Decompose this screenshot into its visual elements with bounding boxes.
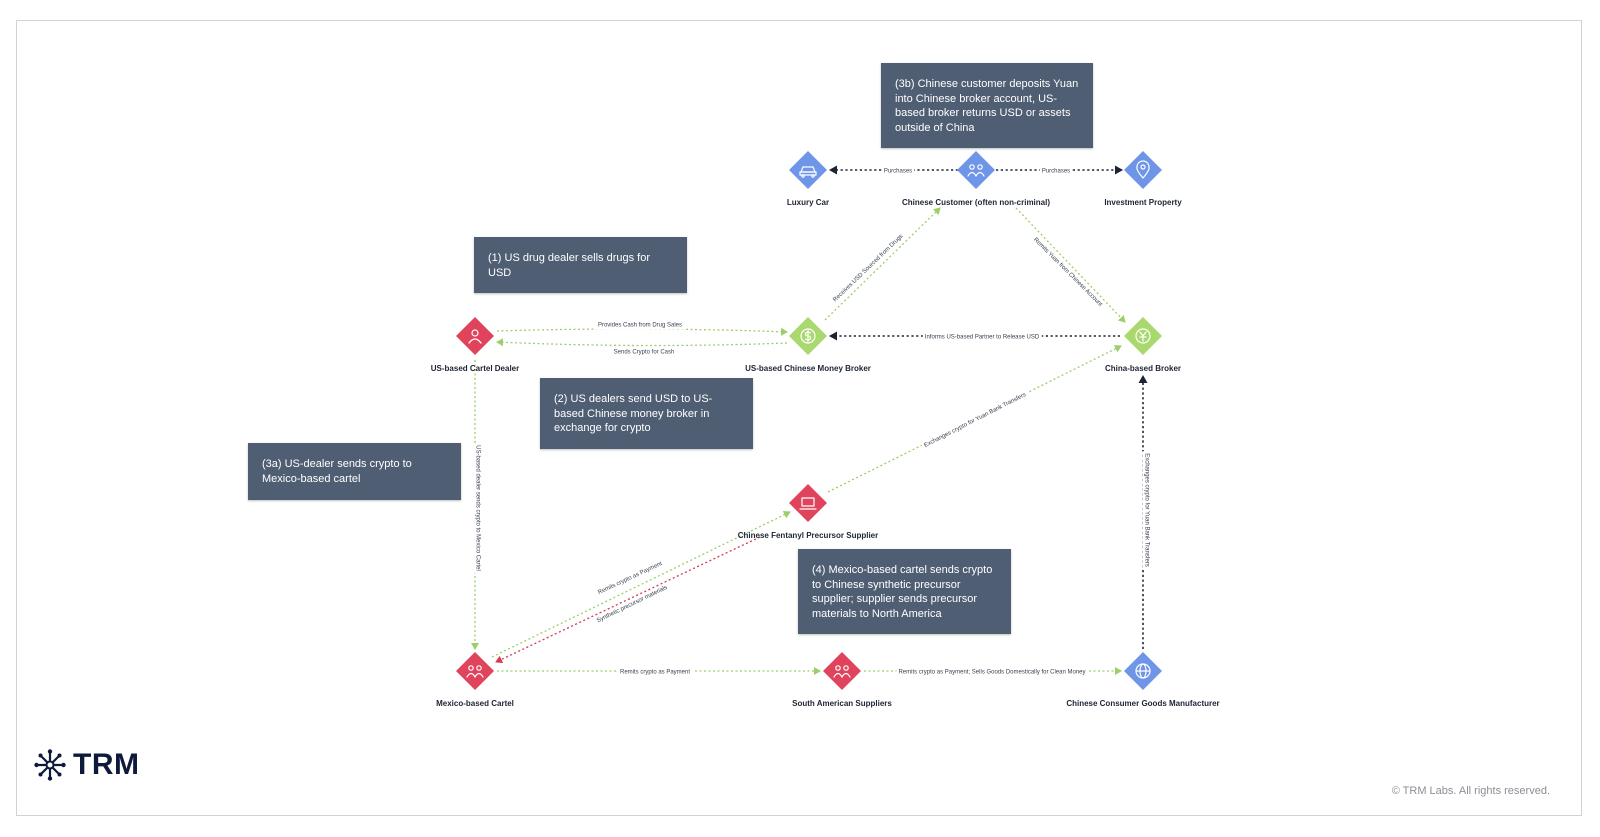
edge-remits-goods: Remits crypto as Payment; Sells Goods Do…	[864, 667, 1122, 677]
node-fentanyl-supplier: Chinese Fentanyl Precursor Supplier	[738, 484, 878, 540]
node-label: US-based Chinese Money Broker	[745, 364, 871, 373]
edge-label-background	[1039, 167, 1073, 176]
node-diamond	[789, 151, 827, 189]
edge-label-background	[595, 321, 685, 330]
edge-line	[496, 338, 788, 347]
group-icon	[466, 665, 484, 678]
trm-asterisk-icon	[34, 749, 66, 781]
dollar-icon	[800, 328, 816, 344]
callout-step-3a: (3a) US-dealer sends crypto to Mexico-ba…	[248, 443, 461, 500]
node-luxury-car: Luxury Car	[787, 151, 829, 207]
edge-exchanges-crypto-supplier: Exchanges crypto for Yuan Bank Transfers	[827, 345, 1122, 493]
node-diamond	[789, 484, 827, 522]
edge-informs-partner: Informs US-based Partner to Release USD	[829, 331, 1120, 342]
edge-exchanges-crypto-manufacturer: Exchanges crypto for Yuan Bank Transfers	[1138, 375, 1151, 649]
edge-label: Provides Cash from Drug Sales	[598, 323, 682, 329]
node-diamond	[957, 151, 995, 189]
edge-remits-payment-south: Remits crypto as Payment	[497, 667, 821, 677]
car-icon	[799, 166, 817, 178]
node-chinese-customer: Chinese Customer (often non-criminal)	[902, 151, 1050, 207]
node-diamond	[823, 652, 861, 690]
people-icon	[967, 164, 985, 177]
edge-label: Remits Yuan from Chinese Account	[1032, 237, 1103, 308]
edge-label-background	[593, 583, 671, 627]
node-diamond	[456, 652, 494, 690]
edge-sends-crypto-cash: Sends Crypto for Cash	[496, 338, 788, 357]
edge-label: Sends Crypto for Cash	[614, 350, 675, 356]
node-us-cartel-dealer: US-based Cartel Dealer	[431, 317, 519, 373]
edge-label-background	[922, 333, 1042, 342]
node-mexico-cartel: Mexico-based Cartel	[436, 652, 514, 708]
person-icon	[468, 329, 482, 344]
node-diamond	[1124, 151, 1162, 189]
node-label: China-based Broker	[1105, 364, 1181, 373]
edge-label: Remits crypto as Payment	[620, 670, 690, 676]
edge-label-background	[881, 167, 915, 176]
edge-label-background	[595, 559, 666, 598]
edge-label-background	[617, 668, 693, 677]
diagram-frame	[16, 20, 1582, 816]
edge-label: Purchases	[884, 169, 912, 175]
edge-synthetic-precursor: Synthetic precursor materials	[495, 536, 761, 664]
edge-receives-usd: Receives USD Sourced from Drugs	[824, 207, 941, 321]
edge-line	[1015, 207, 1126, 323]
edge-label-background	[1030, 234, 1106, 311]
callout-step-4: (4) Mexico-based cartel sends crypto to …	[798, 549, 1011, 634]
edge-provides-cash: Provides Cash from Drug Sales	[496, 321, 788, 336]
edge-label-background	[896, 668, 1088, 677]
group-icon	[833, 665, 851, 678]
callout-step-3b: (3b) Chinese customer deposits Yuan into…	[881, 63, 1093, 148]
edge-label: Purchases	[1042, 169, 1070, 175]
edge-line	[491, 511, 791, 658]
node-investment-property: Investment Property	[1104, 151, 1182, 207]
edge-label-background	[611, 348, 677, 357]
edge-label-background	[921, 390, 1030, 451]
callout-step-2: (2) US dealers send USD to US-based Chin…	[540, 378, 753, 449]
edge-label-background	[830, 231, 907, 306]
node-label: Investment Property	[1104, 198, 1182, 207]
nodes-layer: Luxury Car Chinese Customer (often non-cr…	[431, 151, 1220, 708]
logo-text: TRM	[73, 748, 140, 781]
node-label: US-based Cartel Dealer	[431, 364, 519, 373]
copyright-notice: © TRM Labs. All rights reserved.	[1391, 785, 1550, 797]
node-label: Chinese Consumer Goods Manufacturer	[1066, 699, 1219, 708]
edge-label: Remits crypto as Payment; Sells Goods Do…	[898, 670, 1085, 676]
node-consumer-goods: Chinese Consumer Goods Manufacturer	[1066, 652, 1220, 708]
globe-icon	[1135, 663, 1151, 679]
trm-logo: TRM	[33, 748, 139, 782]
callout-step-1: (1) US drug dealer sells drugs for USD	[474, 237, 687, 293]
edge-purchases-property: Purchases	[996, 165, 1123, 176]
edge-label: Informs US-based Partner to Release USD	[925, 335, 1040, 341]
node-us-chinese-broker: US-based Chinese Money Broker	[745, 317, 871, 373]
edge-dealer-to-cartel: US-based dealer sends crypto to Mexico C…	[471, 360, 482, 650]
edge-purchases-car: Purchases	[829, 165, 958, 176]
node-label: Chinese Fentanyl Precursor Supplier	[738, 531, 878, 540]
edge-label: US-based dealer sends crypto to Mexico C…	[474, 445, 480, 571]
edge-label-background	[473, 443, 482, 573]
node-china-broker: China-based Broker	[1105, 317, 1181, 373]
node-label: Mexico-based Cartel	[436, 699, 514, 708]
node-label: Chinese Customer (often non-criminal)	[902, 198, 1050, 207]
node-label: Luxury Car	[787, 198, 829, 207]
yuan-icon	[1135, 328, 1151, 344]
laptop-icon	[799, 497, 817, 510]
node-label: South American Suppliers	[792, 699, 892, 708]
edge-line	[824, 207, 941, 321]
edge-label: Receives USD Sourced from Drugs	[832, 233, 904, 303]
edge-label-background	[1142, 451, 1151, 569]
node-south-american: South American Suppliers	[792, 652, 892, 708]
edge-remits-yuan: Remits Yuan from Chinese Account	[1015, 207, 1126, 323]
edge-label: Exchanges crypto for Yuan Bank Transfers	[923, 392, 1027, 449]
edge-line	[495, 536, 761, 664]
edge-label: Exchanges crypto for Yuan Bank Transfers	[1143, 453, 1149, 567]
location-pin-icon	[1136, 160, 1150, 179]
